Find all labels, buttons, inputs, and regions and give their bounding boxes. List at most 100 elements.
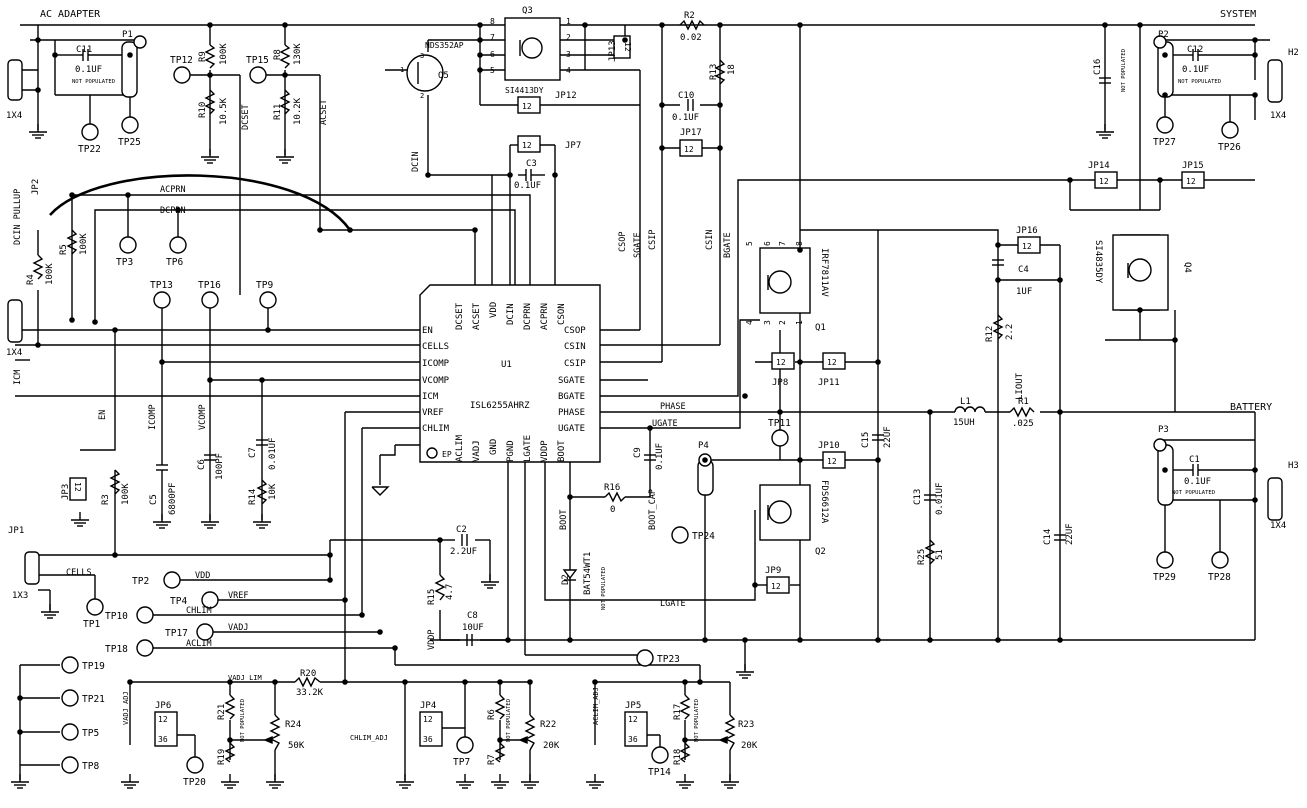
junction-dot xyxy=(505,637,511,643)
r1-val: .025 xyxy=(1012,419,1034,429)
junction-dot xyxy=(659,22,665,28)
c10-val: 0.1UF xyxy=(672,113,699,123)
pin-acprn: ACPRN xyxy=(540,303,550,330)
junction-dot xyxy=(1252,497,1258,503)
jp5-ref: JP5 xyxy=(625,701,641,711)
q1-pin6: 6 xyxy=(763,241,772,246)
battery-title: BATTERY xyxy=(1230,402,1272,413)
c2-ref: C2 xyxy=(456,525,467,535)
test-point-label: TP26 xyxy=(1218,142,1241,153)
r17-ref: R17 xyxy=(673,704,683,720)
test-point-label: TP4 xyxy=(170,596,187,607)
q3-ref: Q3 xyxy=(522,6,533,16)
jp9-pins: 12 xyxy=(771,582,781,591)
junction-dot xyxy=(995,242,1001,248)
r24-ref: R24 xyxy=(285,720,301,730)
connector-labels: P1 P2 P3 P4 H2 H3 1X4 1X4 1X4 1X4 1X3 JP… xyxy=(6,30,1299,711)
junction-dot xyxy=(875,637,881,643)
r19-ref: R19 xyxy=(217,749,227,765)
junction-dot xyxy=(477,67,483,73)
pin-icm: ICM xyxy=(422,392,439,402)
pin-cells: CELLS xyxy=(422,342,449,352)
r16-val: 0 xyxy=(610,505,615,515)
test-point-tp14: TP14 xyxy=(648,746,671,778)
test-point-label: TP7 xyxy=(453,757,470,768)
r17-np: NOT POPULATED xyxy=(694,699,700,742)
c15-ref: C15 xyxy=(861,432,871,448)
jp5-pins-a: 12 xyxy=(628,715,638,724)
ground-triangle-icon xyxy=(371,486,390,496)
junction-dot xyxy=(647,425,653,431)
q3-pin6: 6 xyxy=(490,50,495,59)
jp11-pins: 12 xyxy=(827,358,837,367)
net-en: EN xyxy=(98,410,108,420)
r5-ref: R5 xyxy=(59,244,69,255)
junction-dot xyxy=(282,72,288,78)
ground-icon xyxy=(29,124,47,139)
junction-dot xyxy=(1057,409,1063,415)
junction-dot xyxy=(127,52,133,58)
test-point-label: TP21 xyxy=(82,694,105,705)
ground-icon xyxy=(266,774,284,789)
junction-dot xyxy=(392,645,398,651)
mosfet-q3: Q3 SI4413DY 8 7 6 5 1 2 3 4 xyxy=(490,6,571,95)
liout-label: LIOUT xyxy=(1015,372,1025,400)
c1-val: 0.1UF xyxy=(1184,477,1211,487)
net-boot-cap: BOOT_CAP xyxy=(648,489,658,530)
ground-icon xyxy=(1096,124,1114,139)
net-vddp: VDDP xyxy=(427,630,437,650)
jp1-ref: JP1 xyxy=(8,526,24,536)
d2-ref: D2 xyxy=(561,574,571,585)
pin-dcset: DCSET xyxy=(455,302,465,330)
c7-val: 0.01UF xyxy=(268,437,278,470)
test-point-tp27: TP27 xyxy=(1153,116,1176,148)
c8-val: 10UF xyxy=(462,623,484,633)
c11-np: NOT POPULATED xyxy=(72,79,115,85)
pin-acset: ACSET xyxy=(472,302,482,330)
ground-icon xyxy=(721,774,739,789)
junction-dot xyxy=(797,637,803,643)
q5-pin1: 1 xyxy=(400,66,404,74)
q5-pin3: 3 xyxy=(420,52,424,60)
pin-dcin: DCIN xyxy=(506,303,516,325)
r3-val: 100K xyxy=(121,483,131,505)
ground-icon xyxy=(491,774,509,789)
r24-val: 50K xyxy=(288,741,305,751)
junction-dot xyxy=(1137,22,1143,28)
ep-marker xyxy=(426,447,438,459)
junction-dot xyxy=(682,737,688,743)
net-labels: ACPRN DCPRN DCIN PULLUP DCIN DCSET ACSET… xyxy=(13,99,733,742)
jp10-ref: JP10 xyxy=(818,441,840,451)
q5-ref: Q5 xyxy=(438,71,449,81)
ground-icon xyxy=(396,774,414,789)
junction-dot xyxy=(112,552,118,558)
junction-dot xyxy=(995,637,1001,643)
junction-dot xyxy=(69,317,75,323)
test-point-tp29: TP29 xyxy=(1153,551,1176,583)
junction-dot xyxy=(227,679,233,685)
c16-np: NOT POPULATED xyxy=(1121,49,1127,92)
pin-ugate: UGATE xyxy=(558,424,585,434)
jp16-ref: JP16 xyxy=(1016,226,1038,236)
net-vadj: VADJ xyxy=(228,623,248,633)
junction-dot xyxy=(875,457,881,463)
r6-ref: R6 xyxy=(487,709,497,720)
p4-ref: P4 xyxy=(698,441,709,451)
jp1-x3: 1X3 xyxy=(12,591,28,601)
junction-dot xyxy=(359,612,365,618)
net-sgate: SGATE xyxy=(633,232,643,258)
junction-dot xyxy=(1252,52,1258,58)
junction-dot xyxy=(207,72,213,78)
c13-ref: C13 xyxy=(913,489,923,505)
r11-ref: R11 xyxy=(273,104,283,120)
pin-csop: CSOP xyxy=(564,326,586,336)
junction-dot xyxy=(1057,277,1063,283)
net-csop: CSOP xyxy=(618,232,628,252)
junction-dot xyxy=(227,737,233,743)
junction-dot xyxy=(1252,37,1258,43)
junction-dot xyxy=(477,52,483,58)
h2-ref: H2 xyxy=(1288,48,1299,58)
ground-icon xyxy=(201,514,219,529)
net-icm: ICM xyxy=(13,370,23,385)
pin-sgate: SGATE xyxy=(558,376,585,386)
